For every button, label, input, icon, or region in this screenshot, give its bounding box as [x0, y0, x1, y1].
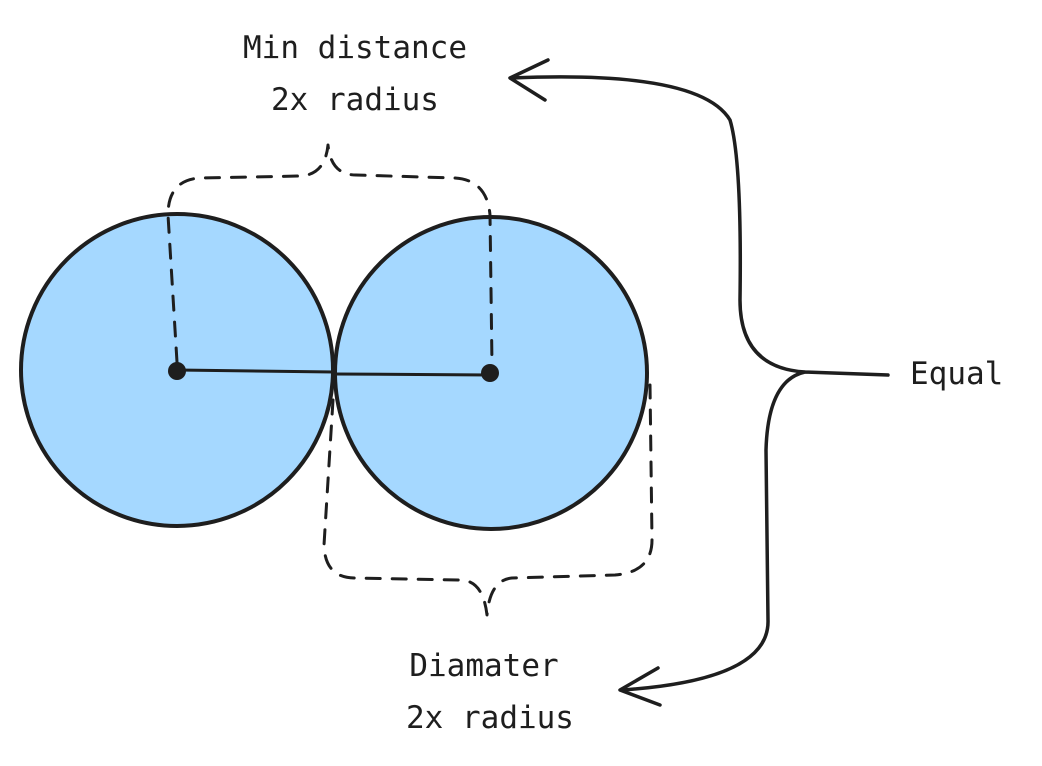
min-distance-bracket — [166, 143, 494, 367]
center-line-right — [332, 372, 493, 377]
diameter-label: Diamater — [409, 648, 558, 684]
arrowhead-bottom — [618, 666, 662, 707]
diameter-bracket — [322, 383, 654, 617]
right-center-dot — [481, 364, 499, 382]
min-distance-label: Min distance — [243, 30, 467, 66]
diameter-radius-label: 2x radius — [406, 700, 574, 736]
equal-brace — [510, 75, 890, 692]
center-line-left — [175, 368, 336, 374]
arrowhead-top — [508, 58, 550, 102]
equal-label: Equal — [910, 356, 1003, 392]
min-distance-radius-label: 2x radius — [271, 82, 439, 118]
left-center-dot — [168, 362, 186, 380]
